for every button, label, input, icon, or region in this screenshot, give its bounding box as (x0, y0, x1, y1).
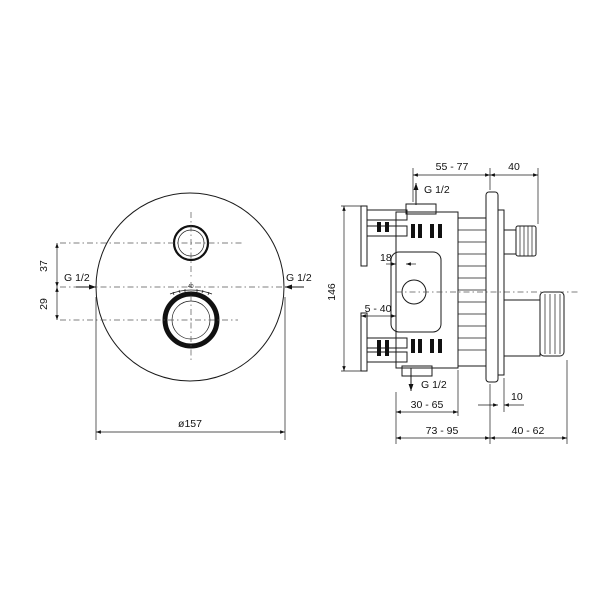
dim-diameter-label: ø157 (178, 418, 202, 430)
dim-top-depth-label: 55 - 77 (436, 161, 469, 173)
bottom-outlet-nipple (401, 365, 433, 377)
outlet-bottom-label: G 1/2 (421, 379, 447, 391)
knob-scale-ticks (172, 289, 210, 296)
dim-height-label: 146 (326, 283, 338, 301)
plaster-guard-ribs (458, 229, 486, 351)
side-view: G 1/2 G 1/2 146 55 - 77 40 18 5 - 40 30 … (326, 161, 580, 444)
dim-top-cover-label: 40 (508, 161, 520, 173)
push-button-head (515, 225, 537, 257)
button-stem (503, 229, 517, 255)
body-detail-blocks (411, 224, 442, 353)
cover-plate-profile (485, 191, 499, 383)
knob-sleeve (503, 299, 541, 357)
dim-mount-range-label: 30 - 65 (411, 399, 444, 411)
left-flange-upper (360, 205, 368, 267)
inlet-right-label: G 1/2 (286, 272, 312, 284)
front-view: 40 37 29 G 1/2 G 1/2 ø157 (38, 192, 312, 440)
dim-lower-offset-label: 29 (38, 298, 50, 310)
outlet-top-label: G 1/2 (424, 184, 450, 196)
left-flange-lower (360, 312, 368, 372)
dim-total-depth-label: 73 - 95 (426, 425, 459, 437)
dim-flange-label: 10 (511, 391, 523, 403)
cover-plate-edge (497, 209, 505, 376)
push-button-knurl (519, 226, 533, 256)
upper-rod-1 (366, 209, 408, 221)
rod-threads (377, 222, 389, 356)
temperature-knob-knurl (544, 294, 561, 354)
dim-projection-label: 40 - 62 (512, 425, 545, 437)
dim-plaster-range-label: 5 - 40 (365, 303, 392, 315)
valve-body (395, 211, 459, 369)
temperature-knob-head (539, 291, 565, 357)
inlet-left-label: G 1/2 (64, 272, 90, 284)
top-outlet-nipple (405, 203, 437, 215)
dim-box-inner-label: 18 (380, 252, 392, 264)
dim-upper-offset-label: 37 (38, 260, 50, 272)
